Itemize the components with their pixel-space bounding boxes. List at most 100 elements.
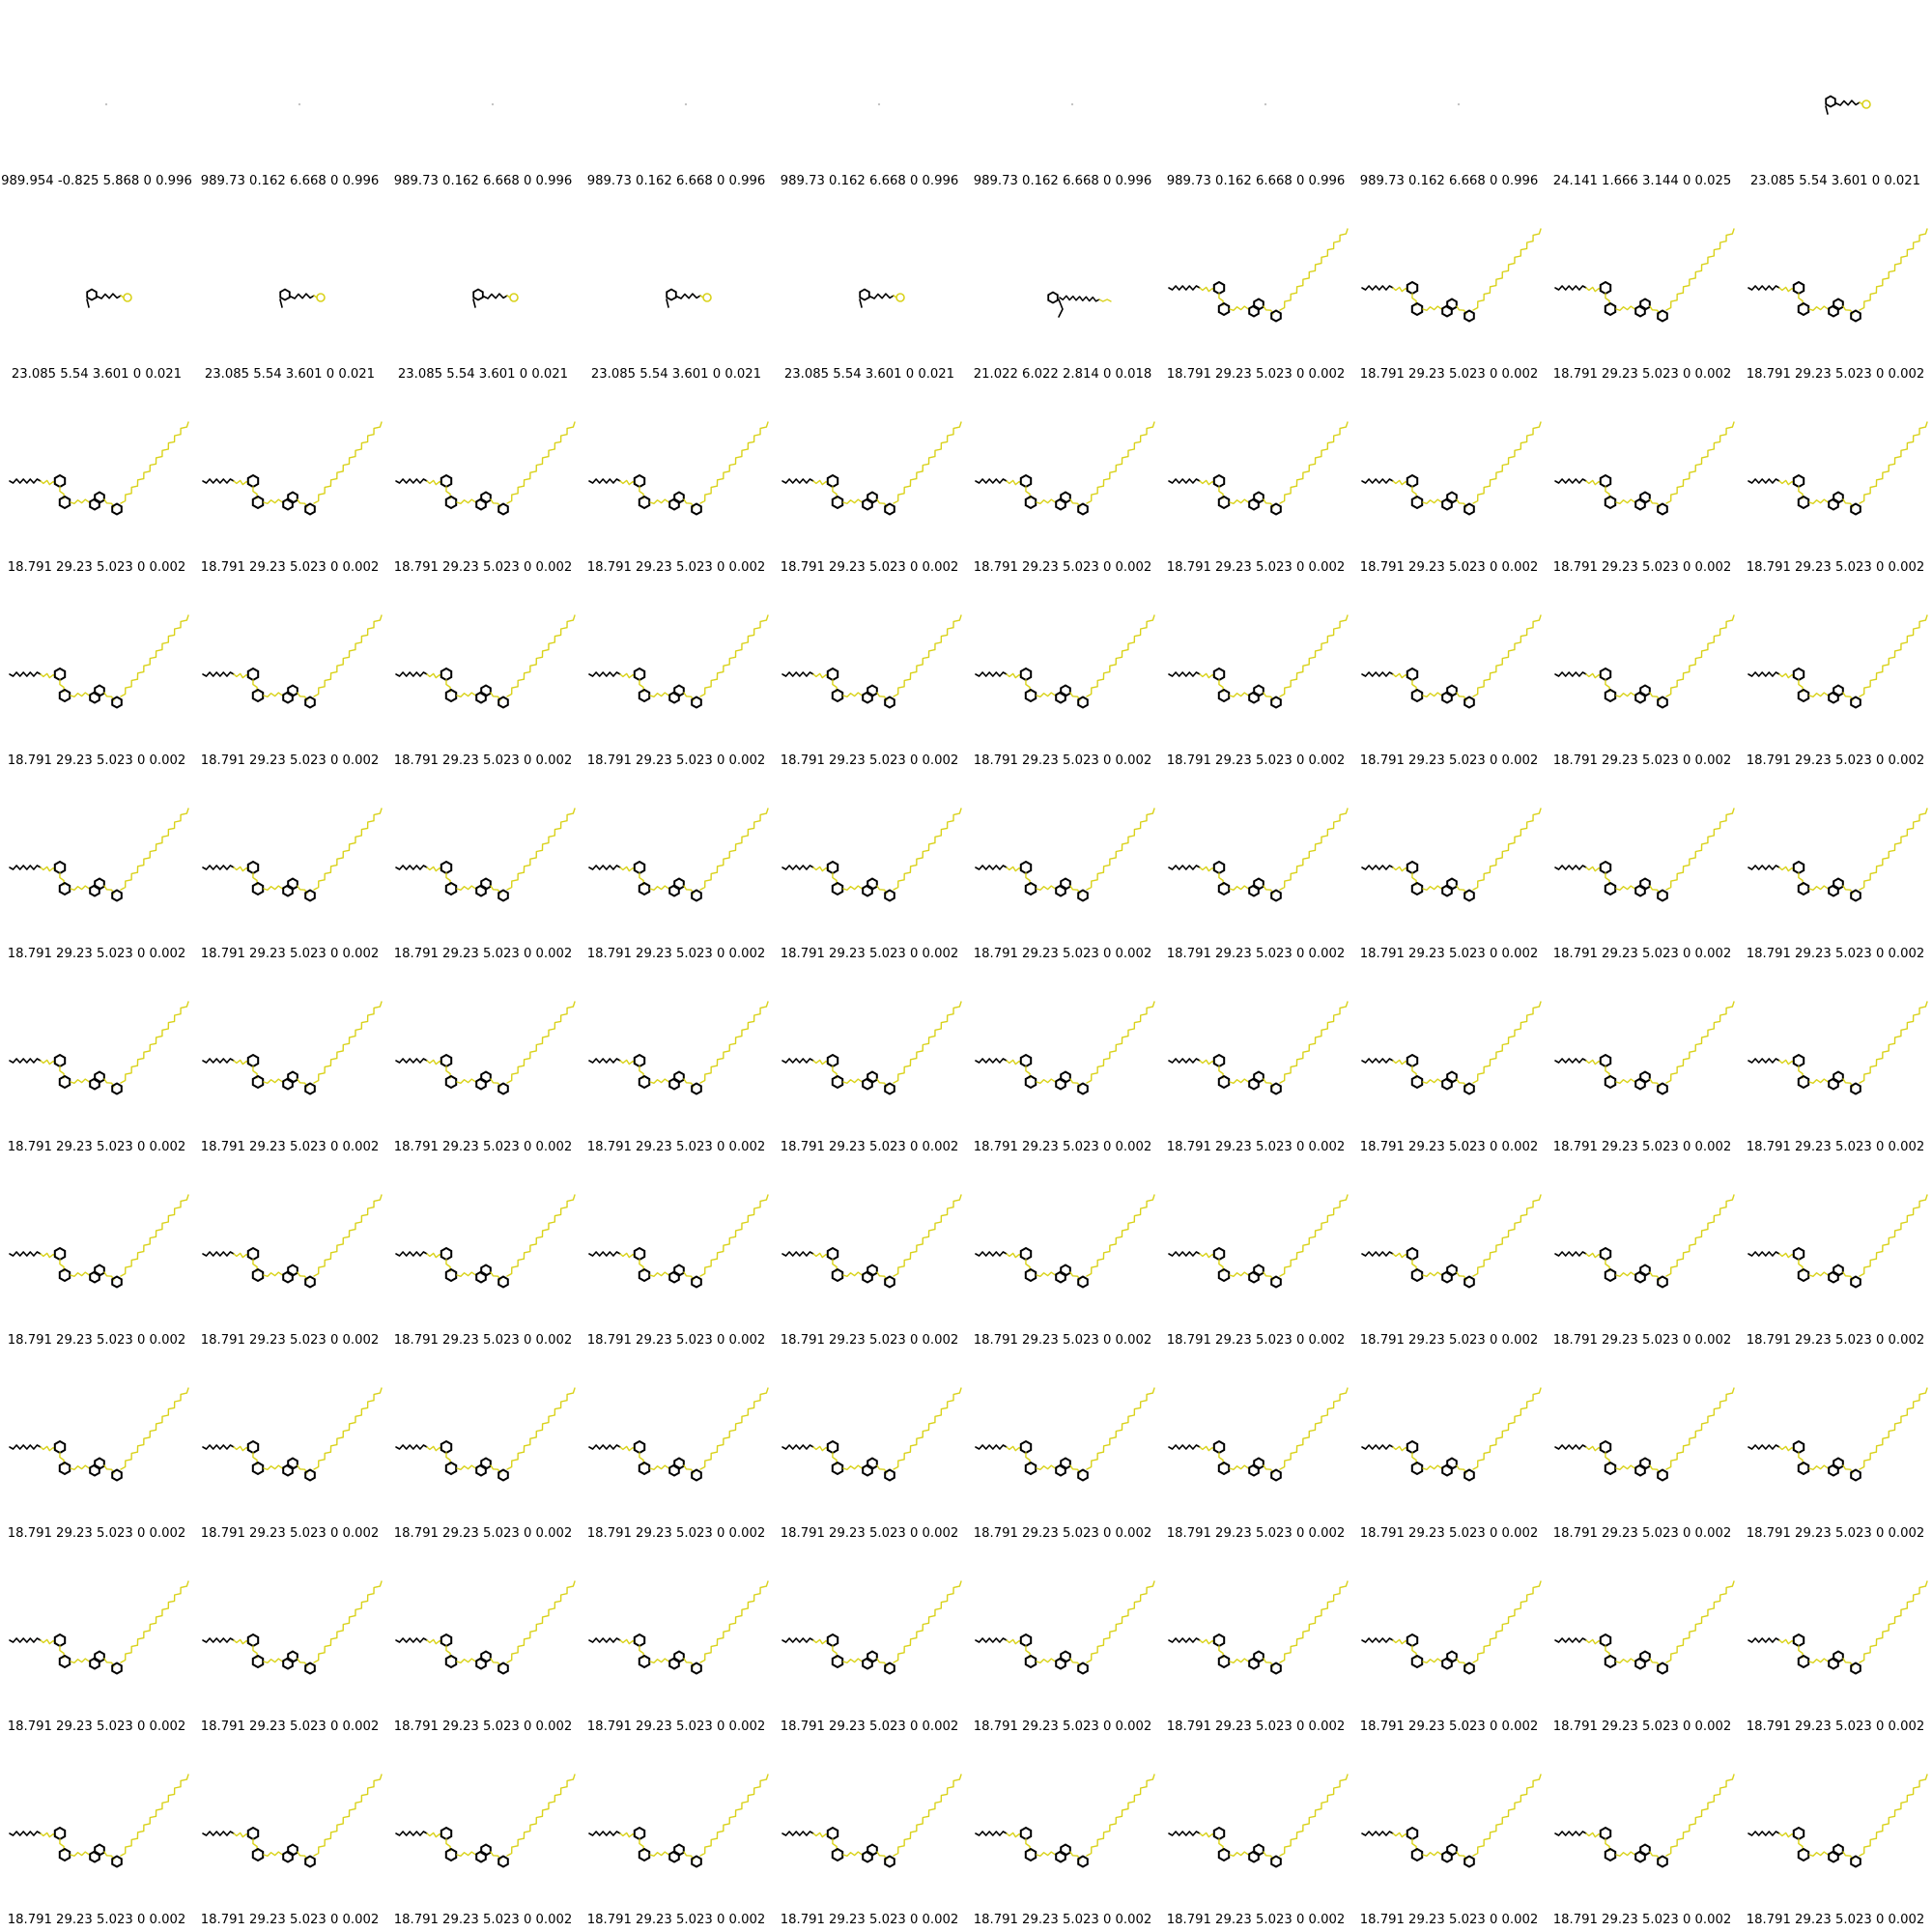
- molecule-cell: 18.791 29.23 5.023 0 0.002: [966, 580, 1159, 773]
- molecule-caption: 18.791 29.23 5.023 0 0.002: [1166, 1719, 1346, 1734]
- ring: [1060, 877, 1071, 891]
- molecule-cell: 18.791 29.23 5.023 0 0.002: [966, 773, 1159, 966]
- ring: [1463, 889, 1475, 902]
- molecule-caption: 23.085 5.54 3.601 0 0.021: [204, 367, 376, 382]
- molecule-caption: 18.791 29.23 5.023 0 0.002: [780, 1913, 959, 1927]
- ring: [246, 1439, 260, 1455]
- ring: [111, 889, 123, 902]
- chain-bond-highlight: [1859, 421, 1928, 504]
- ring: [444, 1074, 458, 1090]
- ring: [867, 1650, 878, 1663]
- molecule-cell: 18.791 29.23 5.023 0 0.002: [580, 1159, 773, 1352]
- chain-bond: [975, 1444, 1008, 1450]
- ring: [1850, 696, 1861, 709]
- molecule-caption: 18.791 29.23 5.023 0 0.002: [1552, 1333, 1732, 1348]
- molecule-structure: [781, 614, 962, 709]
- linker-bond: [426, 1832, 443, 1838]
- chain-bond-highlight: [699, 1580, 769, 1663]
- ring: [1077, 889, 1089, 902]
- molecule-caption: 18.791 29.23 5.023 0 0.002: [1166, 1140, 1346, 1154]
- molecule-cell: 18.791 29.23 5.023 0 0.002: [1352, 1739, 1546, 1932]
- chain-bond: [588, 1444, 621, 1450]
- molecule-caption: 18.791 29.23 5.023 0 0.002: [7, 1526, 186, 1541]
- linker-bond: [619, 1059, 637, 1065]
- molecule-structure: [1554, 1580, 1735, 1675]
- molecule-caption: 18.791 29.23 5.023 0 0.002: [393, 1719, 573, 1734]
- molecule-caption: 18.791 29.23 5.023 0 0.002: [973, 753, 1152, 768]
- molecule-structure: [1554, 228, 1735, 323]
- molecule-cell: 24.141 1.666 3.144 0 0.025: [1546, 0, 1739, 193]
- molecule-caption: 18.791 29.23 5.023 0 0.002: [780, 947, 959, 961]
- chain-bond: [1554, 1058, 1587, 1064]
- molecule-caption: 989.73 0.162 6.668 0 0.996: [1359, 174, 1539, 188]
- ring: [444, 1461, 458, 1476]
- ring: [304, 1662, 316, 1675]
- ring: [673, 1457, 685, 1470]
- ring: [831, 1847, 844, 1862]
- chain-bond: [290, 293, 315, 299]
- molecule-cell: 23.085 5.54 3.601 0 0.021: [773, 193, 966, 386]
- molecule-caption: 18.791 29.23 5.023 0 0.002: [1166, 1333, 1346, 1348]
- molecule-caption: 18.791 29.23 5.023 0 0.002: [1359, 560, 1539, 575]
- chain-bond-highlight: [1859, 808, 1928, 891]
- chain-bond: [781, 1637, 814, 1643]
- ring: [1792, 280, 1805, 296]
- molecule-caption: 18.791 29.23 5.023 0 0.002: [1552, 947, 1732, 961]
- molecule-structure: [1747, 1387, 1928, 1482]
- molecule-caption: 18.791 29.23 5.023 0 0.002: [1359, 1333, 1539, 1348]
- ring: [1599, 1053, 1612, 1068]
- molecule-cell: 18.791 29.23 5.023 0 0.002: [773, 1546, 966, 1739]
- chain-bond: [202, 478, 235, 484]
- ring: [472, 288, 484, 301]
- molecule-cell: 23.085 5.54 3.601 0 0.021: [580, 193, 773, 386]
- linker-bond: [1778, 1059, 1796, 1065]
- chain-bond: [588, 865, 621, 870]
- ring: [480, 1843, 492, 1857]
- linker-bond: [426, 866, 443, 872]
- chain-bond: [975, 1251, 1008, 1257]
- ring: [1019, 1633, 1033, 1648]
- molecule-cell: 18.791 29.23 5.023 0 0.002: [193, 773, 386, 966]
- molecule-caption: 18.791 29.23 5.023 0 0.002: [393, 1526, 573, 1541]
- molecule-caption: 18.791 29.23 5.023 0 0.002: [780, 1140, 959, 1154]
- chain-bond: [9, 1444, 42, 1450]
- molecule-cell: 989.73 0.162 6.668 0 0.996: [773, 0, 966, 193]
- ring: [691, 1468, 702, 1482]
- molecule-cell: 18.791 29.23 5.023 0 0.002: [386, 773, 580, 966]
- linker-bond: [812, 1638, 830, 1645]
- molecule-caption: 989.73 0.162 6.668 0 0.996: [780, 174, 959, 188]
- chain-bond: [781, 865, 814, 870]
- linker-bond: [1006, 479, 1023, 486]
- molecule-structure: [298, 102, 301, 106]
- ring: [86, 288, 98, 301]
- chain-bond: [1361, 1444, 1394, 1450]
- molecule-caption: 18.791 29.23 5.023 0 0.002: [393, 1913, 573, 1927]
- linker-bond: [1392, 1252, 1409, 1259]
- ring: [1077, 696, 1089, 709]
- molecule-cell: 18.791 29.23 5.023 0 0.002: [966, 1546, 1159, 1739]
- chain-bond-highlight: [1472, 808, 1542, 891]
- chain-bond: [1747, 1637, 1780, 1643]
- ring: [497, 1468, 509, 1482]
- chain-bond-highlight: [893, 614, 962, 697]
- ring: [1019, 860, 1033, 875]
- molecule-caption: 18.791 29.23 5.023 0 0.002: [7, 1140, 186, 1154]
- ring: [444, 881, 458, 896]
- chain-bond: [1168, 285, 1201, 291]
- linker-bond: [812, 672, 830, 679]
- ring: [1253, 1843, 1264, 1857]
- ring: [1047, 291, 1059, 304]
- ring: [1024, 495, 1037, 510]
- molecule-structure: [1361, 1580, 1542, 1675]
- ring: [673, 1070, 685, 1084]
- ring: [1212, 1246, 1226, 1262]
- ring: [246, 1246, 260, 1262]
- molecule-structure: [1168, 1387, 1349, 1482]
- molecule-structure: [1457, 102, 1461, 106]
- ring: [633, 1246, 646, 1262]
- chain-bond-highlight: [1279, 1580, 1349, 1663]
- linker-bond: [40, 1638, 57, 1645]
- ring: [440, 1246, 453, 1262]
- ring: [304, 502, 316, 516]
- ring: [1825, 95, 1836, 108]
